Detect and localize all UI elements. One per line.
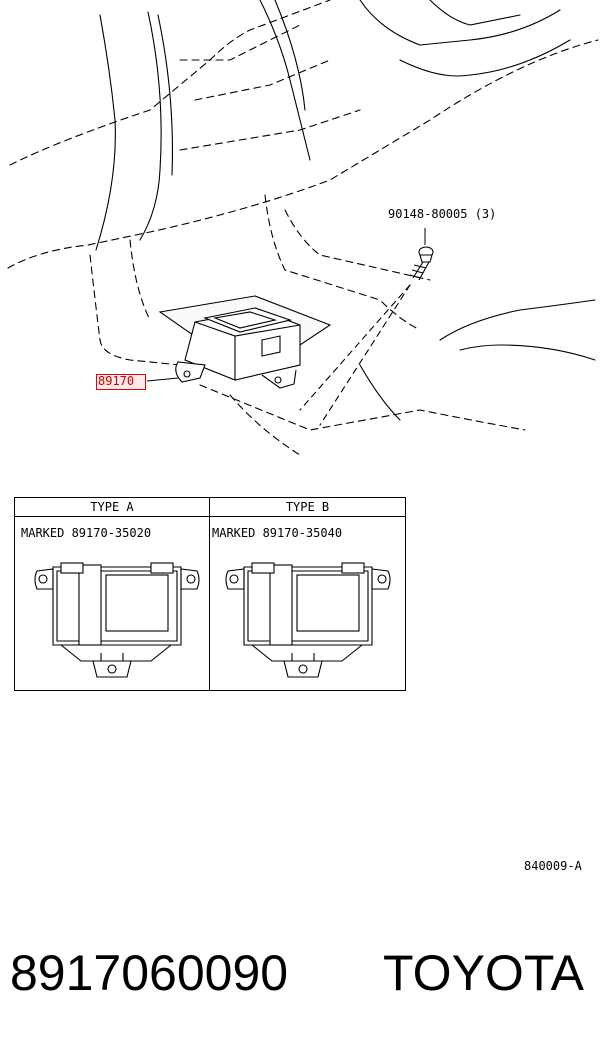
main-drawing	[7, 0, 599, 456]
dash-line	[9, 0, 331, 166]
footer: 8917060090 TOYOTA	[10, 938, 590, 1008]
bolt-icon	[409, 246, 434, 281]
bolt-part-callout: 90148-80005 (3)	[388, 207, 497, 221]
type-b-header: TYPE B	[285, 500, 330, 514]
type-table: TYPE A TYPE B MARKED 89170-35020 MARKED …	[14, 497, 406, 691]
type-b-module-drawing	[225, 562, 391, 678]
type-a-marking: MARKED 89170-35020	[21, 526, 152, 540]
brand-name: TOYOTA	[383, 945, 584, 1001]
part-number-callout[interactable]: 89170	[98, 374, 135, 388]
airbag-sensor-module	[158, 295, 332, 389]
part-number: 8917060090	[10, 945, 289, 1001]
type-a-header: TYPE A	[90, 500, 134, 514]
drawing-code: 840009-A	[524, 859, 582, 873]
dash-line	[7, 39, 599, 269]
part-highlight-box[interactable]	[96, 374, 146, 390]
type-b-marking: MARKED 89170-35040	[212, 526, 343, 540]
type-a-module-drawing	[34, 562, 200, 678]
